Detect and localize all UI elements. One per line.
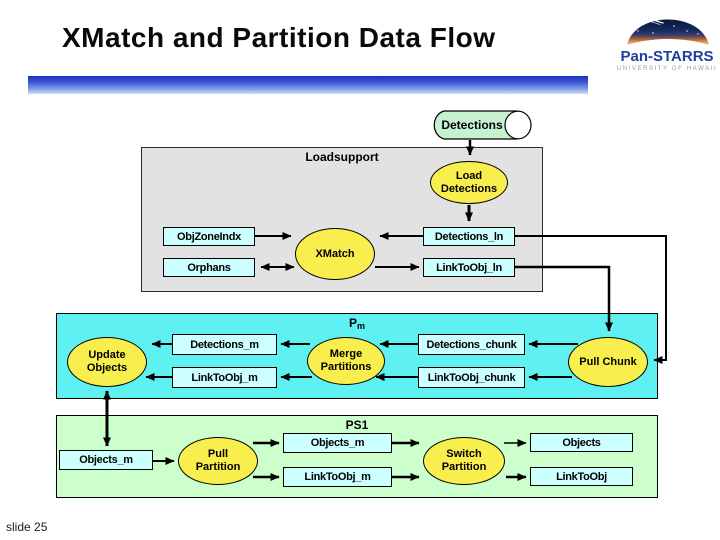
slide-page-number: slide 25 (6, 520, 48, 534)
table-linktoobj: LinkToObj (530, 467, 633, 486)
table-linktoobj-m-label: LinkToObj_m (191, 371, 258, 384)
process-merge-partitions: Merge Partitions (307, 337, 385, 385)
table-detections-m: Detections_m (172, 334, 277, 355)
table-linktoobj-ln: LinkToObj_ln (423, 258, 515, 277)
table-orphans: Orphans (163, 258, 255, 277)
table-detections-chunk-label: Detections_chunk (426, 338, 517, 351)
table-objects: Objects (530, 433, 633, 452)
pan-starrs-logo: Pan-STARRS UNIVERSITY OF HAWAII (616, 3, 718, 81)
process-update-objects-label: Update Objects (86, 349, 128, 374)
table-linktoobj-chunk-label: LinkToObj_chunk (427, 371, 516, 384)
process-pull-partition: Pull Partition (178, 437, 258, 485)
process-xmatch-label: XMatch (315, 247, 355, 260)
stored-data-shape (433, 110, 532, 140)
process-pull-partition-label: Pull Partition (195, 448, 241, 473)
table-linktoobj-m-ps1-label: LinkToObj_m (304, 471, 371, 483)
table-linktoobj-ln-label: LinkToObj_ln (436, 261, 502, 274)
detections-source-node: Detections (428, 110, 534, 140)
process-merge-partitions-label: Merge Partitions (320, 348, 372, 373)
band-pm-label-main: P (348, 316, 357, 330)
table-detections-chunk: Detections_chunk (418, 334, 525, 355)
table-objzoneindx-label: ObjZoneIndx (177, 230, 241, 243)
pan-starrs-dome-icon (627, 12, 709, 45)
logo-brand-text: Pan-STARRS (620, 48, 714, 65)
band-loadsupport-label: Loadsupport (305, 150, 379, 164)
process-pull-chunk-label: Pull Chunk (579, 355, 637, 368)
star-dots (637, 12, 701, 35)
table-objects-m-ps1: Objects_m (283, 433, 392, 453)
process-load-detections-label: Load Detections (440, 169, 498, 195)
table-linktoobj-label: LinkToObj (556, 470, 607, 483)
table-detections-ln: Detections_ln (423, 227, 515, 246)
process-pull-chunk: Pull Chunk (568, 337, 648, 387)
logo-subtitle-text: UNIVERSITY OF HAWAII (616, 66, 718, 72)
detections-source-label: Detections (441, 118, 503, 132)
table-detections-ln-label: Detections_ln (434, 230, 504, 243)
band-pm-label: Pm (57, 316, 657, 331)
table-objects-label: Objects (562, 436, 601, 449)
dome-shape (627, 19, 709, 45)
process-load-detections: Load Detections (430, 161, 508, 204)
band-ps1-label: PS1 (345, 418, 369, 432)
table-objects-m-staging-label: Objects_m (79, 454, 133, 466)
table-orphans-label: Orphans (187, 261, 231, 274)
table-objects-m-staging: Objects_m (59, 450, 153, 470)
process-update-objects: Update Objects (67, 337, 147, 387)
band-pm-label-sub: m (357, 321, 366, 331)
table-linktoobj-m-ps1: LinkToObj_m (283, 467, 392, 487)
comet-streak (639, 15, 664, 25)
title-underline-bar (28, 76, 588, 94)
table-detections-m-label: Detections_m (190, 338, 259, 351)
table-linktoobj-m: LinkToObj_m (172, 367, 277, 388)
process-xmatch: XMatch (295, 228, 375, 280)
table-objects-m-ps1-label: Objects_m (310, 437, 365, 449)
table-linktoobj-chunk: LinkToObj_chunk (418, 367, 525, 388)
page-title: XMatch and Partition Data Flow (62, 22, 496, 53)
table-objzoneindx: ObjZoneIndx (163, 227, 255, 246)
process-switch-partition: Switch Partition (423, 437, 505, 485)
process-switch-partition-label: Switch Partition (441, 448, 487, 473)
